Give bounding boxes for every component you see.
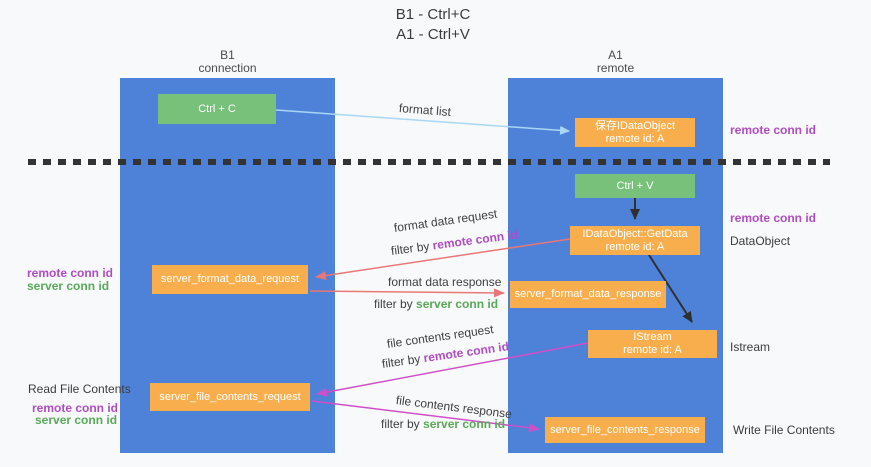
format-data-request-arrow (315, 238, 571, 280)
title-line-2: A1 - Ctrl+V (396, 26, 470, 43)
file-contents-request-arrow (316, 342, 589, 397)
lifeline-header-b1: B1 connection (120, 49, 335, 75)
server-format-data-response-label: server_format_data_response (514, 288, 662, 300)
ctrl-v-node: Ctrl + V (575, 174, 695, 198)
format-data-response-annotation: format data response (388, 275, 502, 289)
istream-side-label: Istream (730, 340, 771, 354)
server-file-contents-response-label: server_file_contents_response (550, 423, 700, 436)
format-data-response-arrow (309, 288, 505, 298)
right-top-remote-conn-id-label: remote conn id (730, 123, 817, 137)
server-conn-id-text: server conn id (423, 417, 506, 431)
file-contents-response-arrow (311, 400, 540, 433)
lifeline-a1-name: A1 (608, 48, 623, 62)
istream-title: IStream (633, 331, 672, 343)
server-format-data-response-node: server_format_data_response (510, 281, 666, 308)
save-dataobject-node: 保存IDataObject remote id: A (575, 118, 695, 147)
right-mid-remote-conn-id-label: remote conn id (730, 211, 817, 225)
getdata-node: IDataObject::GetData remote id: A (570, 226, 700, 255)
lifeline-b1-name: B1 (220, 48, 235, 62)
getdata-subtitle: remote id: A (605, 240, 665, 253)
read-server-conn-id-label: server conn id (35, 413, 118, 427)
lifeline-header-a1: A1 remote (508, 49, 723, 75)
server-format-data-request-node: server_format_data_request (152, 265, 308, 294)
dataobject-label: DataObject (730, 234, 791, 248)
ctrl-c-node: Ctrl + C (158, 94, 276, 124)
getdata-to-istream-arrow (648, 254, 693, 323)
save-dataobject-title: 保存IDataObject (594, 119, 676, 132)
diagram-title: B1 - Ctrl+C A1 - Ctrl+V (308, 5, 558, 45)
server-conn-id-text: server conn id (416, 297, 499, 311)
filter-by-text: filter by (374, 297, 417, 311)
istream-node: IStream remote id: A (588, 330, 717, 358)
server-file-contents-request-label: server_file_contents_request (159, 390, 301, 403)
left-server-conn-id-label: server conn id (27, 279, 110, 293)
ctrl-v-label: Ctrl + V (616, 179, 654, 192)
write-file-contents-label: Write File Contents (733, 423, 835, 437)
server-file-contents-request-node: server_file_contents_request (150, 383, 310, 411)
save-dataobject-subtitle: remote id: A (605, 132, 665, 145)
format-list-arrow (275, 109, 570, 135)
title-line-1: B1 - Ctrl+C (395, 6, 471, 23)
getdata-title: IDataObject::GetData (582, 227, 688, 240)
file-contents-response-filter-annotation: filter by server conn id (381, 417, 505, 431)
istream-subtitle: remote id: A (623, 344, 682, 356)
server-format-data-request-label: server_format_data_request (160, 273, 300, 285)
filter-by-text: filter by (381, 417, 424, 431)
lifeline-b1-role: connection (198, 61, 257, 75)
format-data-response-filter-annotation: filter by server conn id (374, 297, 498, 311)
left-remote-conn-id-label: remote conn id (27, 266, 114, 280)
server-file-contents-response-node: server_file_contents_response (545, 417, 705, 443)
read-remote-conn-id-label: remote conn id (32, 401, 119, 415)
ctrl-c-label: Ctrl + C (198, 102, 236, 115)
lifeline-a1-role: remote (596, 61, 635, 75)
read-file-contents-label: Read File Contents (28, 382, 131, 396)
